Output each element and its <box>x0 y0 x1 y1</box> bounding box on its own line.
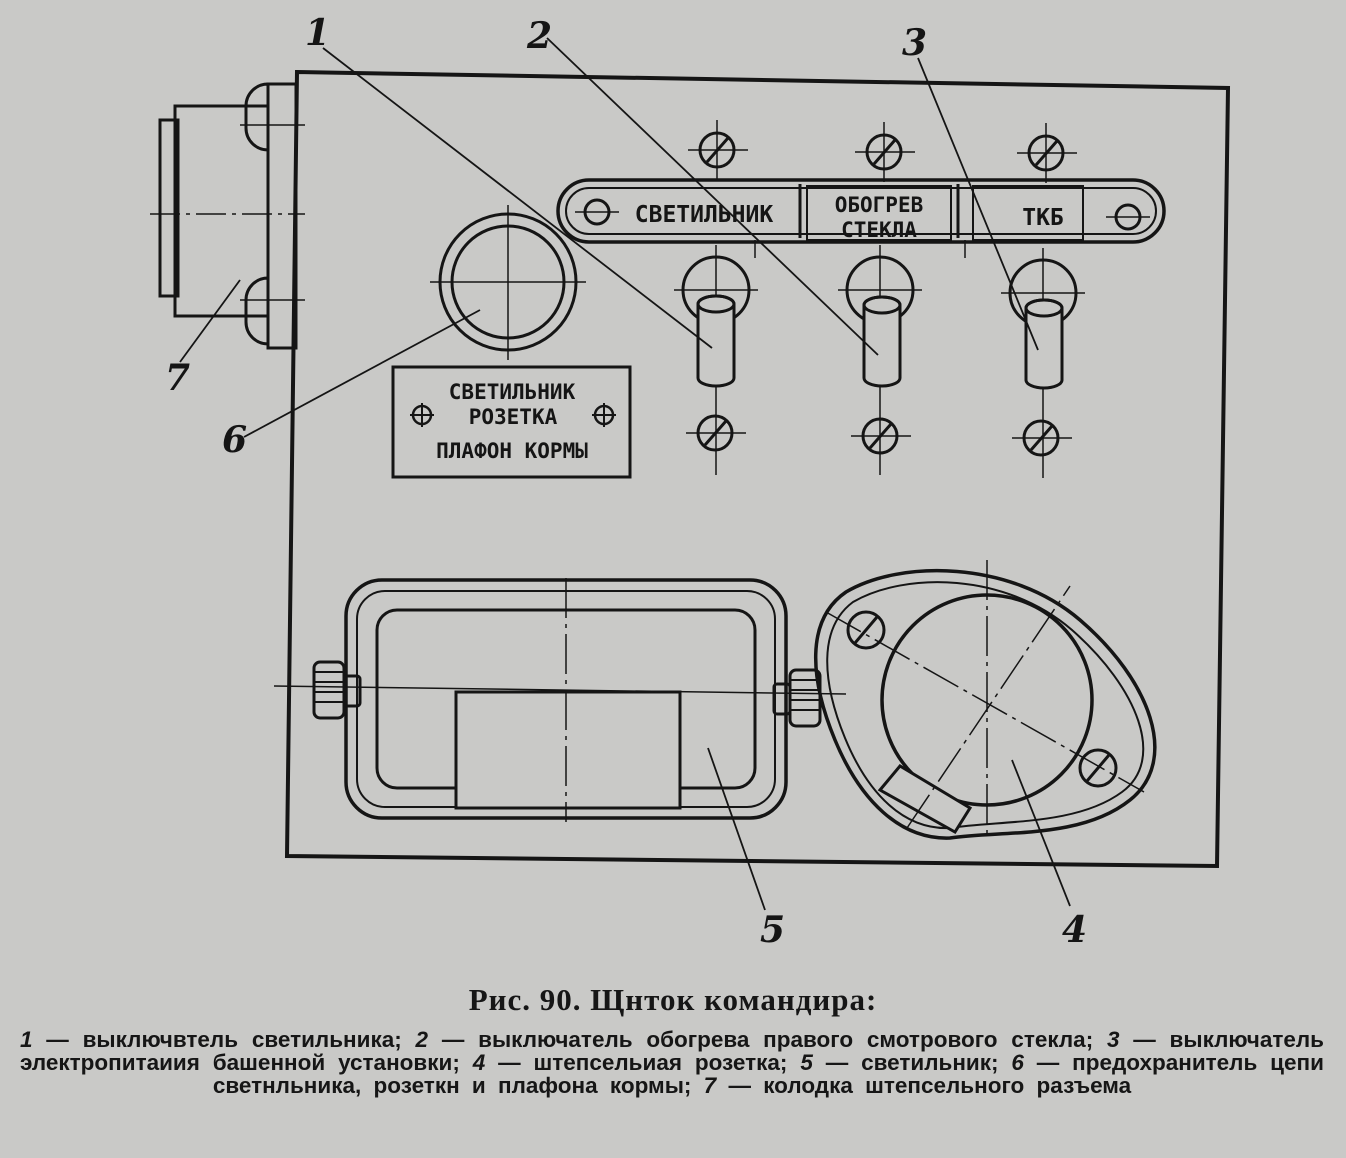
switch-3-turret-power <box>1001 123 1085 478</box>
caption-legend: 1 — выключвтель светильника; 2 — выключа… <box>20 1027 1325 1098</box>
fuse-plate-line1: СВЕТИЛЬНИК <box>449 380 576 404</box>
callout-6: 6 <box>222 419 247 461</box>
figure-caption: Рис. 90. Щнток командира: 1 — выключвтел… <box>0 982 1346 1097</box>
fuse-label-plate <box>391 365 632 479</box>
legend-num-2: 2 <box>415 1027 429 1052</box>
legend-num-3: 3 <box>1106 1027 1120 1052</box>
legend-num-6: 6 <box>1011 1050 1024 1075</box>
switch-1-lamp <box>674 120 758 475</box>
plate-heater-line2: СТЕКЛА <box>841 218 917 242</box>
panel-outline <box>284 69 1231 869</box>
callout-7: 7 <box>165 357 190 399</box>
switch-2-glass-heater <box>838 122 922 475</box>
commander-panel-diagram: СВЕТИЛЬНИК ОБОГРЕВ СТЕКЛА ТКБ СВЕТИЛЬНИК… <box>150 12 1231 951</box>
legend-num-1: 1 <box>20 1027 33 1052</box>
plate-tkb: ТКБ <box>1022 205 1064 231</box>
legend-num-4: 4 <box>472 1050 486 1075</box>
socket <box>814 560 1157 840</box>
plate-lamp: СВЕТИЛЬНИК <box>635 202 774 228</box>
callout-4: 4 <box>1062 909 1087 951</box>
legend-text-5: светильник; <box>861 1050 999 1075</box>
callout-2: 2 <box>526 15 552 57</box>
fuse-holder <box>430 205 586 360</box>
fuse-plate-line3: ПЛАФОН КОРМЫ <box>436 439 588 463</box>
callout-5: 5 <box>760 909 785 951</box>
legend-text-6: предохранитель цепи светнльника, розеткн… <box>212 1050 1324 1098</box>
legend-text-3: выключатель электропитаиия башенной уста… <box>20 1027 1325 1075</box>
switch-nameplate-strip <box>556 178 1166 258</box>
plate-heater-line1: ОБОГРЕВ <box>835 193 924 217</box>
lamp-fixture <box>273 578 847 822</box>
legend-text-4: штепсельиая розетка; <box>533 1050 788 1075</box>
connector-block <box>150 82 305 350</box>
legend-text-2: выключатель обогрева правого смотрового … <box>478 1027 1094 1052</box>
callout-3: 3 <box>902 22 927 64</box>
legend-num-7: 7 <box>703 1073 717 1098</box>
callout-1: 1 <box>305 12 330 54</box>
legend-num-5: 5 <box>800 1050 813 1075</box>
legend-text-7: колодка штепсельного разъема <box>763 1073 1132 1098</box>
legend-text-1: выключвтель светильника; <box>82 1027 402 1052</box>
fuse-plate-line2: РОЗЕТКА <box>469 405 558 429</box>
caption-title: Рис. 90. Щнток командира: <box>468 982 878 1017</box>
